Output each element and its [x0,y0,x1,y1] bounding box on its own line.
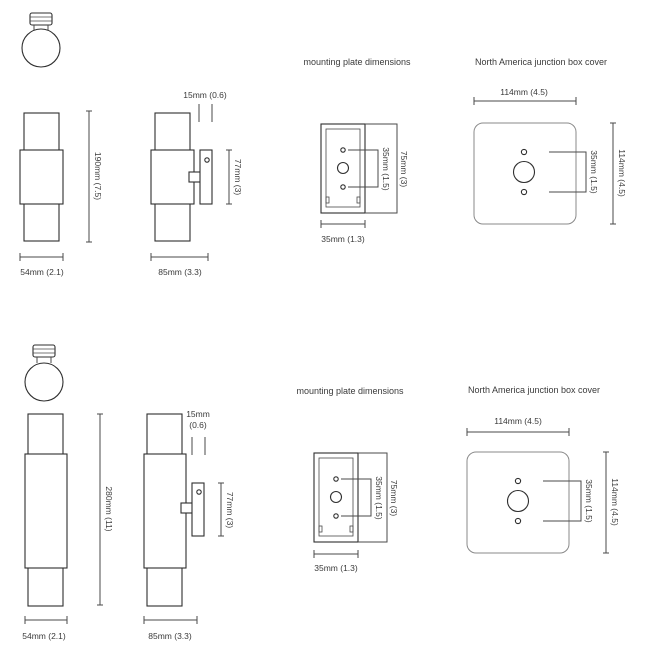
backplate-height-label: 77mm (3) [225,492,235,529]
side-view-screw [196,489,202,495]
mounting-plate-center-hole [336,161,350,175]
top-view-circle [21,28,61,68]
top-view-ring [24,344,64,402]
cover-height-label: 114mm (4.5) [610,478,620,526]
side-view-sleeve [150,149,195,205]
projection-label: 85mm (3.3) [148,631,192,641]
mounting-plate-hole-bottom [340,184,346,190]
mounting-plate-inner [318,457,354,537]
top-view-cap [29,12,53,26]
cover-width-label: 114mm (4.5) [500,87,548,97]
mounting-plate-title: mounting plate dimensions [303,57,411,67]
panel-short-fixture: 190mm (7.5) 54mm (2.1) 15mm (0.6) 77mm (… [19,12,627,277]
cover-hole-top [520,148,528,156]
front-view-sleeve [19,149,64,205]
mounting-plate-hole-top [333,476,339,482]
plate-holes-label: 35mm (1.5) [381,147,391,191]
cover-hole-bottom [520,188,528,196]
cover-center-hole [506,489,530,513]
plate-width-label: 35mm (1.3) [314,563,358,573]
cover-holes-label: 35mm (1.5) [589,150,599,194]
plate-height-label: 75mm (3) [399,151,409,188]
plate-height-label: 75mm (3) [389,480,399,517]
cover-title: North America junction box cover [475,57,607,67]
side-view-backplate [191,482,205,537]
fixture-height-label: 280mm (11) [104,486,114,531]
cover-width-label: 114mm (4.5) [494,416,542,426]
top-view-circle [24,362,64,402]
front-view: 280mm (11) 54mm (2.1) [22,413,114,641]
side-view: 15mm (0.6) 77mm (3) 85mm (3.3) [150,90,243,277]
fixture-width-label: 54mm (2.1) [22,631,66,641]
side-view-arm [188,171,202,183]
mounting-plate-hole-bottom [333,513,339,519]
mounting-plate-drawing: mounting plate dimensions 35mm (1.5) 75m… [303,57,411,244]
junction-box-cover-drawing: North America junction box cover 114mm (… [473,57,627,225]
cover-hole-bottom [514,517,522,525]
standoff-label-b: (0.6) [189,420,207,430]
cover-center-hole [512,160,536,184]
mounting-plate-hole-top [340,147,346,153]
cover-height-label: 114mm (4.5) [617,149,627,197]
standoff-label-a: 15mm [186,409,210,419]
mounting-plate-inner [325,128,361,208]
plate-width-label: 35mm (1.3) [321,234,365,244]
fixture-width-label: 54mm (2.1) [20,267,64,277]
cover-holes-label: 35mm (1.5) [584,479,594,523]
front-view: 190mm (7.5) 54mm (2.1) [19,110,103,277]
mounting-plate-title: mounting plate dimensions [296,386,404,396]
junction-box-cover-drawing: North America junction box cover 114mm (… [466,385,620,554]
plate-holes-label: 35mm (1.5) [374,476,384,520]
fixture-height-label: 190mm (7.5) [93,152,103,200]
side-view-sleeve [143,453,187,569]
side-view-arm [180,502,194,514]
cover-hole-top [514,477,522,485]
standoff-label: 15mm (0.6) [183,90,227,100]
front-view-sleeve [24,453,68,569]
cover-title: North America junction box cover [468,385,600,395]
side-view-screw [204,157,210,163]
backplate-height-label: 77mm (3) [233,159,243,196]
panel-tall-fixture: 280mm (11) 54mm (2.1) 15mm (0.6) 77mm (3… [22,344,620,641]
mounting-plate-center-hole [329,490,343,504]
side-view: 15mm (0.6) 77mm (3) 85mm (3.3) [143,409,235,641]
top-view-cap [32,344,56,358]
side-view-backplate [199,149,213,205]
mounting-plate-drawing: mounting plate dimensions 35mm (1.5) 75m… [296,386,404,573]
projection-label: 85mm (3.3) [158,267,202,277]
top-view-ring [21,12,61,68]
